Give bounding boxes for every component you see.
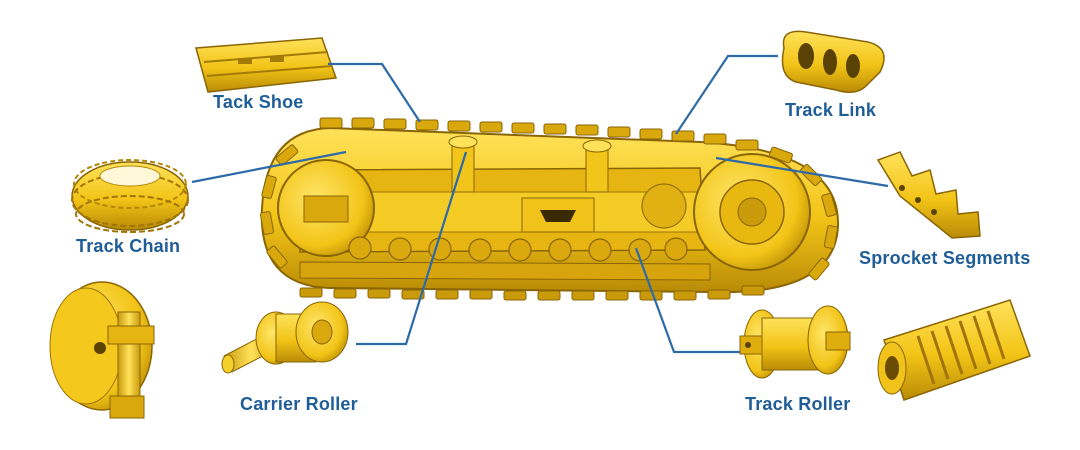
track-grousers — [259, 117, 839, 281]
leader-track-shoe — [328, 62, 421, 123]
carrier-roller-part — [221, 301, 349, 374]
label-track-shoe: Tack Shoe — [213, 92, 304, 112]
track-link-part — [781, 30, 885, 93]
track-shoe-part — [195, 37, 338, 93]
leader-lines — [191, 54, 889, 354]
leader-track-chain — [191, 150, 347, 184]
bottom-grousers — [299, 285, 765, 301]
label-sprocket-segments: Sprocket Segments — [859, 248, 1031, 268]
undercarriage-main — [259, 117, 840, 301]
idler-part — [49, 281, 155, 419]
leader-sprocket-segments — [715, 156, 889, 188]
track-chain-part — [71, 159, 189, 233]
label-track-roller: Track Roller — [745, 394, 851, 414]
leader-track-link — [675, 54, 778, 135]
label-track-chain: Track Chain — [76, 236, 181, 256]
sprocket-segments-part — [876, 151, 981, 239]
recoil-spring-part — [877, 299, 1031, 401]
leader-track-roller — [634, 247, 740, 354]
label-carrier-roller: Carrier Roller — [240, 394, 358, 414]
track-roller-part — [739, 305, 851, 379]
label-track-link: Track Link — [785, 100, 877, 120]
leader-carrier-roller — [356, 151, 468, 346]
